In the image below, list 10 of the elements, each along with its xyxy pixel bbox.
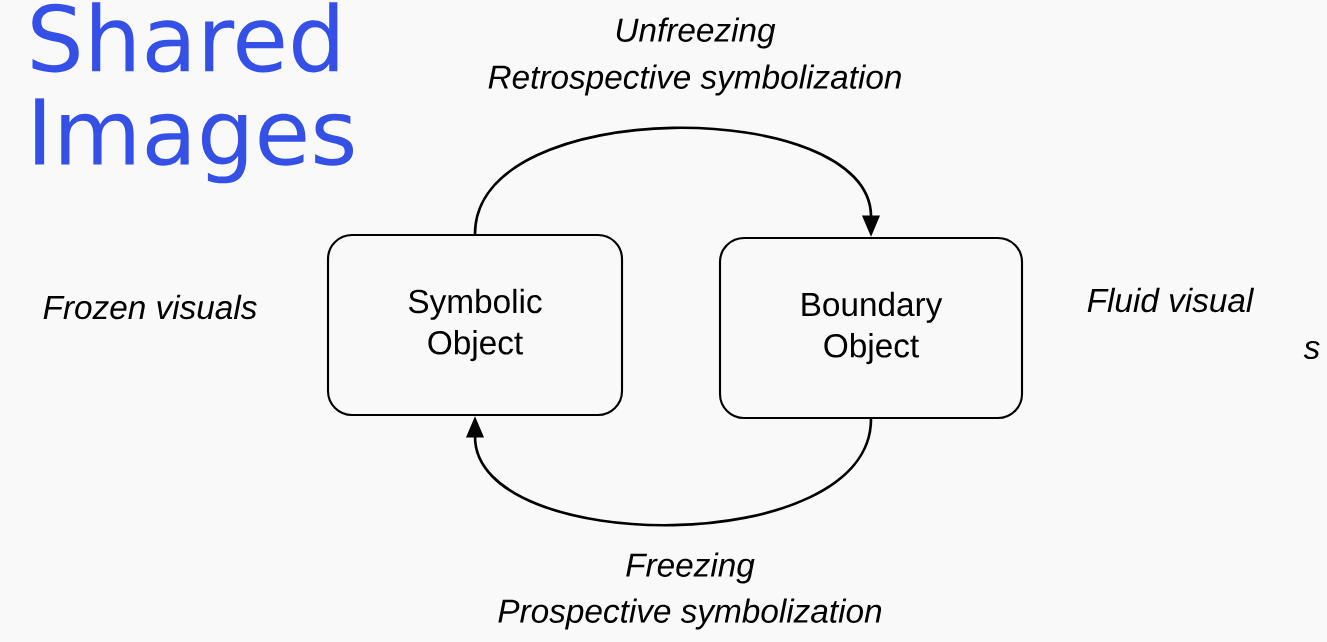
process-box: Boundary Object	[718, 236, 1024, 420]
label: Frozen visuals	[43, 294, 257, 320]
label: Retrospective symbolization	[488, 64, 901, 96]
process-box: Symbolic Object	[326, 233, 624, 417]
title: Shared Images	[32, 2, 354, 184]
label: Unfreezing	[616, 17, 776, 49]
label: s	[1303, 340, 1320, 360]
label: Freezing	[626, 552, 755, 584]
label: Prospective symbolization	[498, 598, 882, 630]
label: Fluid visual	[1087, 287, 1255, 313]
